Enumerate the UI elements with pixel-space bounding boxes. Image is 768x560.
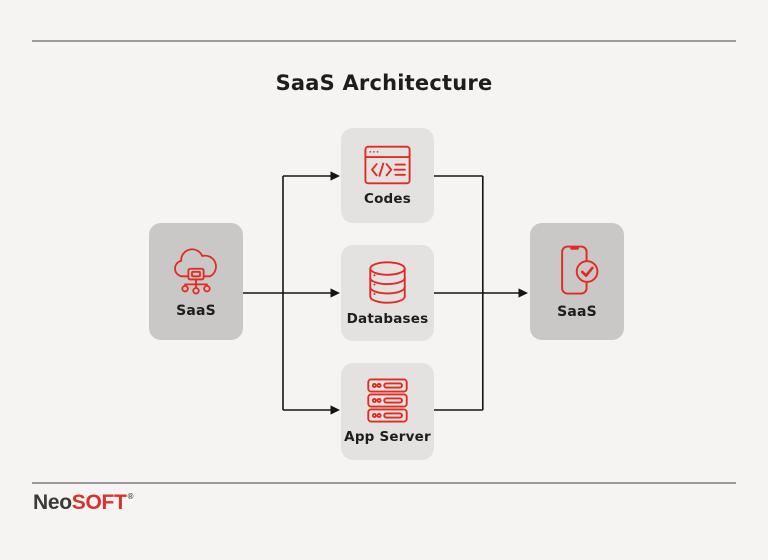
top-divider xyxy=(32,40,736,42)
registered-trademark-symbol: ® xyxy=(127,492,134,501)
arrowhead-databases xyxy=(330,288,340,298)
logo-text-soft: SOFT xyxy=(71,491,127,514)
logo-text-neo: Neo xyxy=(33,491,72,514)
node-saas-source: SaaS xyxy=(149,223,243,340)
code-window-icon xyxy=(364,145,411,185)
node-label-databases: Databases xyxy=(346,310,429,327)
neosoft-logo: NeoSOFT® xyxy=(33,492,133,513)
node-label-saas-source: SaaS xyxy=(176,303,216,319)
database-icon xyxy=(367,260,408,305)
node-app-server: App Server xyxy=(341,363,434,460)
node-saas-client: SaaS xyxy=(530,223,624,340)
node-codes: Codes xyxy=(341,128,434,223)
arrowhead-appserver xyxy=(330,405,340,415)
node-label-codes: Codes xyxy=(363,190,412,207)
node-label-saas-client: SaaS xyxy=(557,303,597,320)
arrowhead-codes xyxy=(330,171,340,181)
server-rack-icon xyxy=(363,378,412,423)
page-title: SaaS Architecture xyxy=(275,71,493,95)
bottom-divider xyxy=(32,482,736,484)
arrowhead-client xyxy=(518,288,528,298)
node-label-app-server: App Server xyxy=(344,429,431,446)
phone-check-icon xyxy=(554,245,600,297)
cloud-network-icon xyxy=(169,245,223,296)
node-databases: Databases xyxy=(341,245,434,341)
